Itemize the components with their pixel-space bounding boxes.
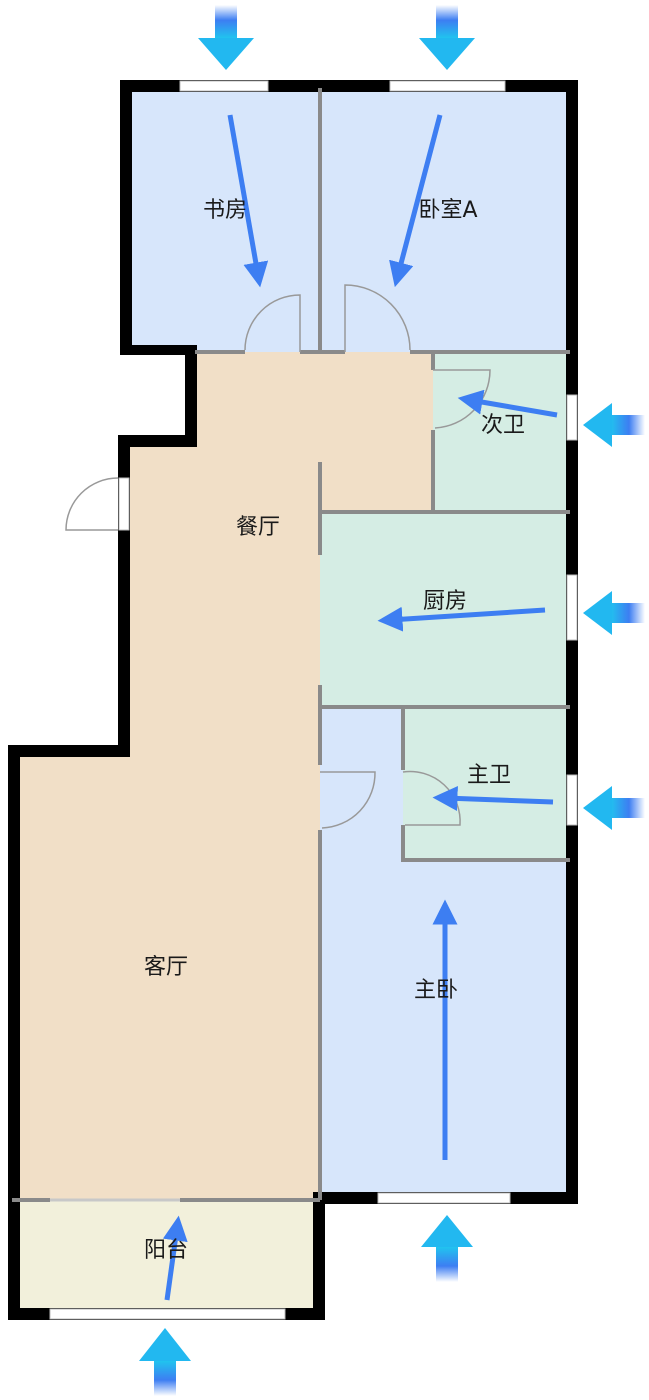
- label-dining: 餐厅: [236, 515, 280, 540]
- label-master-bath: 主卫: [467, 763, 511, 788]
- label-master-bedroom: 主卧: [414, 978, 458, 1003]
- room-bedroom-a: [320, 92, 566, 352]
- room-second-bath: [433, 352, 566, 512]
- interior-partitions: [12, 88, 570, 1202]
- airflow-path-arrow-icon: [162, 114, 558, 1301]
- label-bedroom-a: 卧室A: [418, 198, 477, 223]
- label-study: 书房: [203, 198, 247, 223]
- label-kitchen: 厨房: [423, 589, 467, 614]
- windows: [49, 80, 578, 1320]
- label-second-bath: 次卫: [481, 413, 525, 438]
- exterior-walls: [8, 80, 578, 1320]
- room-master-bath: [403, 707, 566, 860]
- label-living: 客厅: [144, 955, 188, 980]
- label-balcony: 阳台: [144, 1238, 188, 1263]
- wind-inflow-arrow-icon: [139, 5, 645, 1396]
- room-living-dining: [20, 352, 433, 1200]
- room-study: [132, 92, 320, 352]
